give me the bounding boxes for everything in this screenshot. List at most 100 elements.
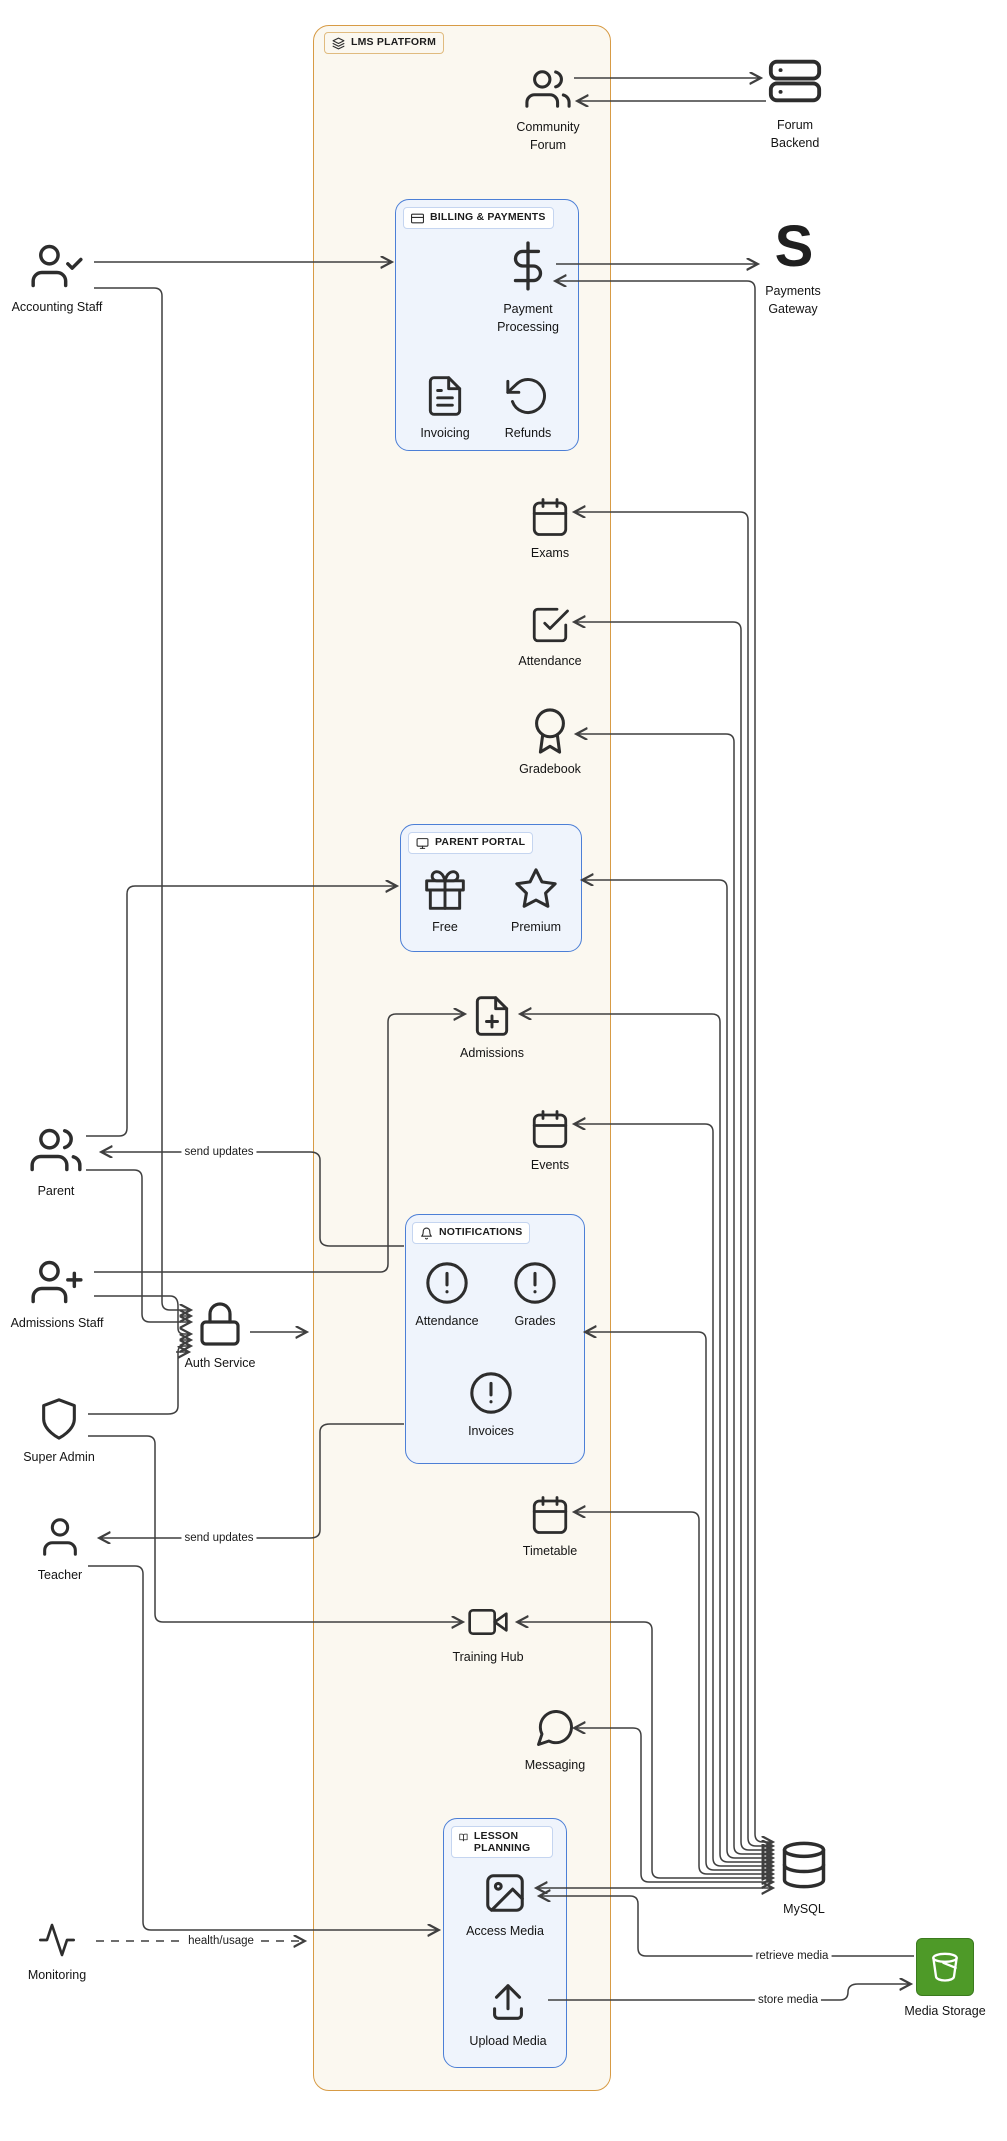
module-label: Free — [432, 920, 458, 934]
external-label: Payments Gateway — [765, 284, 821, 317]
actor-super-admin: Super Admin — [9, 1396, 109, 1466]
parent-portal-badge: PARENT PORTAL — [408, 832, 534, 854]
external-payments-gateway: S Payments Gateway — [753, 218, 833, 318]
external-label: MySQL — [783, 1902, 825, 1916]
lock-icon — [200, 1302, 240, 1346]
user-icon — [43, 1518, 77, 1556]
module-community-forum: Community Forum — [498, 66, 598, 154]
actor-accounting-staff: Accounting Staff — [7, 240, 107, 316]
check-square-icon — [532, 607, 569, 643]
calendar-icon — [532, 1496, 568, 1534]
module-gradebook: Gradebook — [510, 708, 590, 778]
module-label: Premium — [510, 920, 561, 934]
message-circle-icon — [537, 1710, 573, 1746]
actor-label: Auth Service — [184, 1356, 256, 1370]
s3-bucket-box — [916, 1938, 974, 1996]
actor-label: Teacher — [37, 1568, 83, 1582]
file-plus-icon — [475, 996, 509, 1036]
gift-icon — [425, 870, 465, 910]
actor-teacher: Teacher — [10, 1514, 110, 1584]
alert-circle-icon — [514, 1262, 556, 1304]
lesson-planning-badge: LESSON PLANNING — [451, 1826, 553, 1858]
notifications-badge: NOTIFICATIONS — [412, 1222, 531, 1244]
file-text-icon — [428, 376, 462, 416]
module-label: Gradebook — [519, 762, 581, 776]
shield-icon — [42, 1398, 76, 1440]
module-training-hub: Training Hub — [443, 1602, 533, 1666]
parent-portal-title: PARENT PORTAL — [435, 836, 526, 848]
external-forum-backend: Forum Backend — [755, 52, 835, 152]
dollar-sign-icon — [513, 241, 543, 291]
billing-title: BILLING & PAYMENTS — [430, 211, 546, 223]
lesson-planning-title: LESSON PLANNING — [473, 1830, 531, 1854]
module-label: Access Media — [466, 1924, 544, 1938]
platform-title: LMS PLATFORM — [351, 36, 437, 48]
module-label: Admissions — [460, 1046, 524, 1060]
module-premium-tier: Premium — [496, 866, 576, 936]
module-access-media: Access Media — [450, 1870, 560, 1940]
platform-badge: LMS PLATFORM — [324, 32, 445, 54]
server-icon — [768, 59, 822, 103]
monitor-icon — [416, 838, 429, 849]
user-plus-icon — [31, 1260, 83, 1304]
external-media-storage: Media Storage — [895, 1938, 995, 2020]
alert-circle-icon — [426, 1262, 468, 1304]
edge-label-send-updates-teacher: send updates — [181, 1532, 257, 1544]
stripe-logo: S — [774, 214, 814, 279]
rotate-ccw-icon — [506, 378, 546, 414]
module-label: Community Forum — [516, 120, 580, 153]
actor-monitoring: Monitoring — [7, 1920, 107, 1984]
actor-parent: Parent — [6, 1124, 106, 1200]
video-icon — [468, 1609, 508, 1635]
module-notify-grades: Grades — [495, 1260, 575, 1330]
actor-auth-service: Auth Service — [170, 1300, 270, 1372]
module-label: Timetable — [522, 1544, 578, 1558]
module-label: Upload Media — [469, 2034, 547, 2048]
external-label: Media Storage — [904, 2004, 986, 2018]
activity-icon — [39, 1923, 75, 1957]
module-admissions: Admissions — [452, 994, 532, 1062]
user-check-icon — [31, 244, 83, 288]
calendar-icon — [532, 498, 568, 536]
award-icon — [535, 708, 565, 754]
module-invoicing: Invoicing — [405, 374, 485, 442]
alert-circle-icon — [470, 1372, 512, 1414]
bell-icon — [421, 1227, 432, 1240]
edge-label-store-media: store media — [754, 1994, 822, 2006]
module-label: Invoices — [468, 1424, 514, 1438]
actor-label: Accounting Staff — [11, 300, 103, 314]
module-messaging: Messaging — [510, 1706, 600, 1774]
actor-label: Parent — [37, 1184, 75, 1198]
image-icon — [486, 1874, 524, 1912]
external-label: Forum Backend — [770, 118, 820, 151]
book-open-icon — [459, 1833, 468, 1842]
module-events: Events — [510, 1108, 590, 1174]
users-icon — [30, 1128, 82, 1172]
calendar-icon — [532, 1110, 568, 1148]
edge-label-health-usage: health/usage — [185, 1935, 257, 1947]
module-payment-processing: Payment Processing — [478, 238, 578, 336]
database-icon — [782, 1841, 826, 1889]
upload-icon — [493, 1984, 523, 2020]
edge-label-retrieve-media: retrieve media — [752, 1950, 832, 1962]
actor-label: Super Admin — [23, 1450, 95, 1464]
module-refunds: Refunds — [488, 374, 568, 442]
module-timetable: Timetable — [510, 1494, 590, 1560]
credit-card-icon — [411, 213, 424, 224]
layers-icon — [332, 37, 345, 50]
notifications-title: NOTIFICATIONS — [439, 1226, 523, 1238]
actor-label: Admissions Staff — [10, 1316, 104, 1330]
external-mysql: MySQL — [764, 1836, 844, 1918]
module-label: Messaging — [524, 1758, 586, 1772]
module-label: Payment Processing — [497, 302, 559, 335]
module-label: Training Hub — [452, 1650, 524, 1664]
module-label: Grades — [514, 1314, 556, 1328]
billing-payments-group — [395, 199, 579, 451]
module-label: Invoicing — [420, 426, 470, 440]
module-attendance: Attendance — [505, 604, 595, 670]
module-upload-media: Upload Media — [453, 1980, 563, 2050]
module-label: Attendance — [415, 1314, 479, 1328]
edge-label-send-updates-parent: send updates — [181, 1146, 257, 1158]
